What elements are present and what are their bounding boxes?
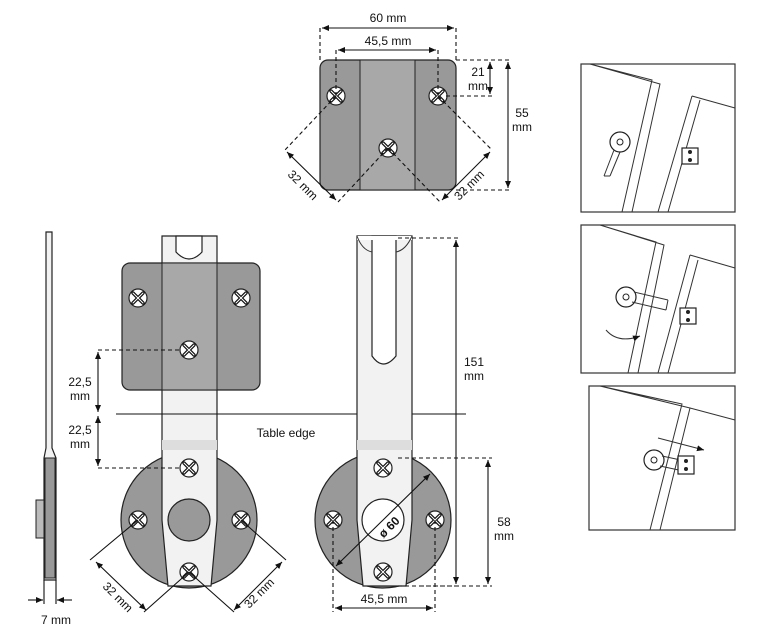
side-thickness-label: 7 mm [41,613,71,627]
front-upper-unit: mm [70,389,90,403]
rear-disc-label: 58 [497,515,511,529]
front-lower-label: 22,5 [68,423,92,437]
top-diag-left-label: 32 mm [285,167,321,203]
screw-icon [372,561,394,583]
step-1-illustration [580,63,736,213]
rear-view: 151 mm 58 mm ø 60 45,5 mm [314,235,514,612]
top-offset-unit: mm [468,79,488,93]
top-height-label: 55 [515,106,529,120]
screw-icon [178,457,200,479]
front-diag-left-label: 32 mm [100,579,136,615]
screw-icon [230,287,252,309]
screw-icon [178,339,200,361]
side-view: 7 mm [28,231,72,627]
rear-total-label: 151 [464,355,484,369]
front-view: Table edge 22,5 mm 22,5 mm 32 mm 32 mm [68,235,466,615]
screw-icon [372,457,394,479]
top-view-plate: 60 mm 45,5 mm 21 mm 55 mm 32 mm 32 mm [284,11,532,203]
front-lower-unit: mm [70,437,90,451]
step-3-illustration [588,385,736,531]
rear-disc-unit: mm [494,529,514,543]
table-edge-label: Table edge [257,426,316,440]
front-diag-right-label: 32 mm [241,575,277,611]
step-2-illustration [580,224,736,374]
top-offset-label: 21 [471,65,485,79]
rear-bottom-label: 45,5 mm [361,592,408,606]
top-inner-width-label: 45,5 mm [365,34,412,48]
top-width-label: 60 mm [370,11,407,25]
front-upper-label: 22,5 [68,375,92,389]
screw-icon [127,287,149,309]
top-height-unit: mm [512,120,532,134]
rear-total-unit: mm [464,369,484,383]
